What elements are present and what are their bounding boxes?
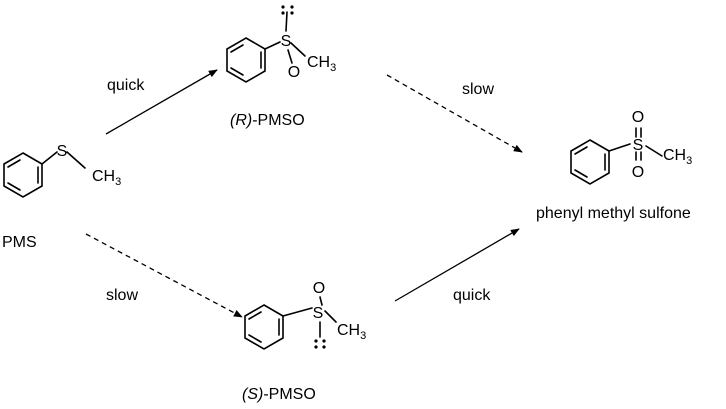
pms-molecule: S CH3 PMS <box>2 143 121 251</box>
r-pmso-label: (R)-PMSO <box>230 112 305 129</box>
arrow-pms-to-s-pmso <box>85 233 243 318</box>
arrow-s-to-sulfone-label: quick <box>453 287 491 304</box>
pms-benzene-ring <box>3 151 86 198</box>
sulfone-methyl-group: CH3 <box>663 147 692 167</box>
r-pmso-benzene-ring <box>226 37 306 83</box>
sulfone-bottom-oxygen-atom: O <box>632 164 644 181</box>
sulfone-label: phenyl methyl sulfone <box>536 205 691 222</box>
pms-sulfur-atom: S <box>57 143 68 160</box>
arrow-pms-to-s-label: slow <box>106 287 138 304</box>
arrow-r-to-sulfone-label: slow <box>462 81 494 98</box>
s-pmso-molecule: O S CH3 (S)-PMSO <box>242 280 366 403</box>
pms-methyl-group: CH3 <box>92 168 121 188</box>
s-pmso-methyl-group: CH3 <box>337 322 366 342</box>
s-pmso-label: (S)-PMSO <box>242 386 316 403</box>
r-pmso-oxygen-atom: O <box>288 64 300 81</box>
arrow-pms-to-r-label: quick <box>107 77 145 94</box>
pms-ring-s-bond <box>41 151 58 165</box>
r-pmso-wedge-bond <box>285 11 288 32</box>
s-pmso-oxygen-atom: O <box>313 280 325 297</box>
sulfone-molecule: O S O CH3 phenyl methyl sulfone <box>536 109 692 222</box>
r-pmso-sulfur-atom: S <box>281 33 292 50</box>
sulfone-sulfur-atom: S <box>633 137 644 154</box>
s-pmso-benzene-ring <box>244 296 337 350</box>
pms-label: PMS <box>2 234 37 251</box>
r-pmso-molecule: S O CH3 (R)-PMSO <box>226 5 336 129</box>
arrow-s-pmso-to-sulfone <box>394 228 520 302</box>
r-pmso-lone-pair <box>281 5 294 15</box>
s-pmso-lone-pair <box>314 339 326 349</box>
r-pmso-methyl-group: CH3 <box>307 54 336 74</box>
pms-s-ch3-bond <box>66 151 86 169</box>
arrow-pms-to-r-pmso <box>105 69 218 135</box>
sulfone-top-oxygen-atom: O <box>632 109 644 126</box>
arrow-r-pmso-to-sulfone <box>386 74 523 153</box>
sulfone-benzene-ring <box>570 127 663 185</box>
s-pmso-sulfur-atom: S <box>313 305 324 322</box>
